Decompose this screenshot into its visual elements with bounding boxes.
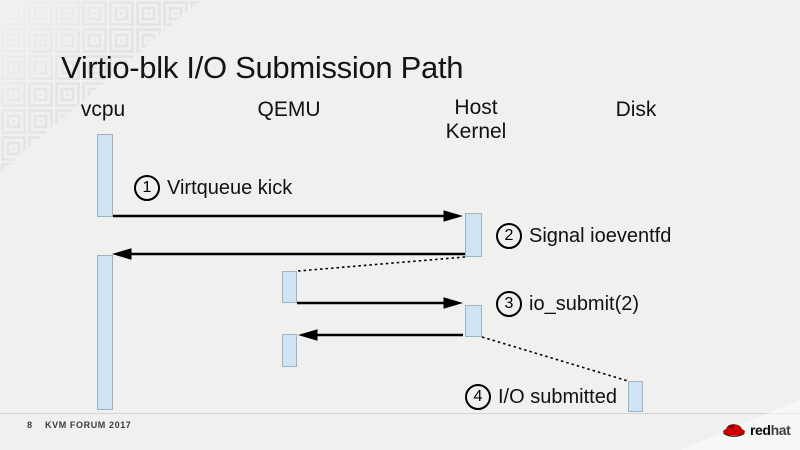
dotted-link-hostkernel-to-qemu [297,256,466,272]
redhat-wordmark: redhat [750,421,791,438]
lane-header-disk: Disk [615,98,657,121]
qemu-activation-bar-1 [282,271,297,303]
arrow-io-submit-return [298,329,463,341]
page-number: 8 [27,420,33,430]
lane-header-vcpu: vcpu [80,98,126,121]
step-1-label: Virtqueue kick [167,176,293,199]
footer-divider [0,413,800,414]
arrow-signal-ioeventfd-return [112,248,465,260]
host-kernel-activation-bar-2 [465,305,482,337]
lane-header-qemu: QEMU [257,98,321,121]
step-3-label: io_submit(2) [529,292,640,315]
wordmark-red: red [750,421,771,438]
step-2-label: Signal ioeventfd [529,224,672,247]
vcpu-activation-bar-2 [97,255,113,410]
step-4-number-badge: 4 [465,384,491,410]
slide-title: Virtio-blk I/O Submission Path [61,50,464,85]
redhat-logo: redhat [721,421,791,438]
qemu-activation-bar-2 [282,334,297,367]
step-1-number-badge: 1 [134,175,160,201]
lane-header-host-kernel: Host Kernel [445,96,507,143]
step-4-label: I/O submitted [498,385,617,408]
arrow-virtqueue-kick [113,210,463,222]
step-2-signal-ioeventfd: 2 Signal ioeventfd [496,223,671,249]
shadowman-hat-icon [723,424,745,437]
arrow-io-submit [297,297,463,309]
step-3-io-submit: 3 io_submit(2) [496,291,639,317]
dotted-link-hostkernel-to-disk [481,336,629,382]
step-1-virtqueue-kick: 1 Virtqueue kick [134,175,292,201]
host-kernel-activation-bar-1 [465,213,482,257]
step-2-number-badge: 2 [496,223,522,249]
step-4-io-submitted: 4 I/O submitted [465,384,617,410]
wordmark-hat: hat [770,421,791,438]
vcpu-activation-bar-1 [97,134,113,217]
disk-activation-bar [628,381,643,412]
footer-event-text: KVM FORUM 2017 [45,420,132,430]
step-3-number-badge: 3 [496,291,522,317]
